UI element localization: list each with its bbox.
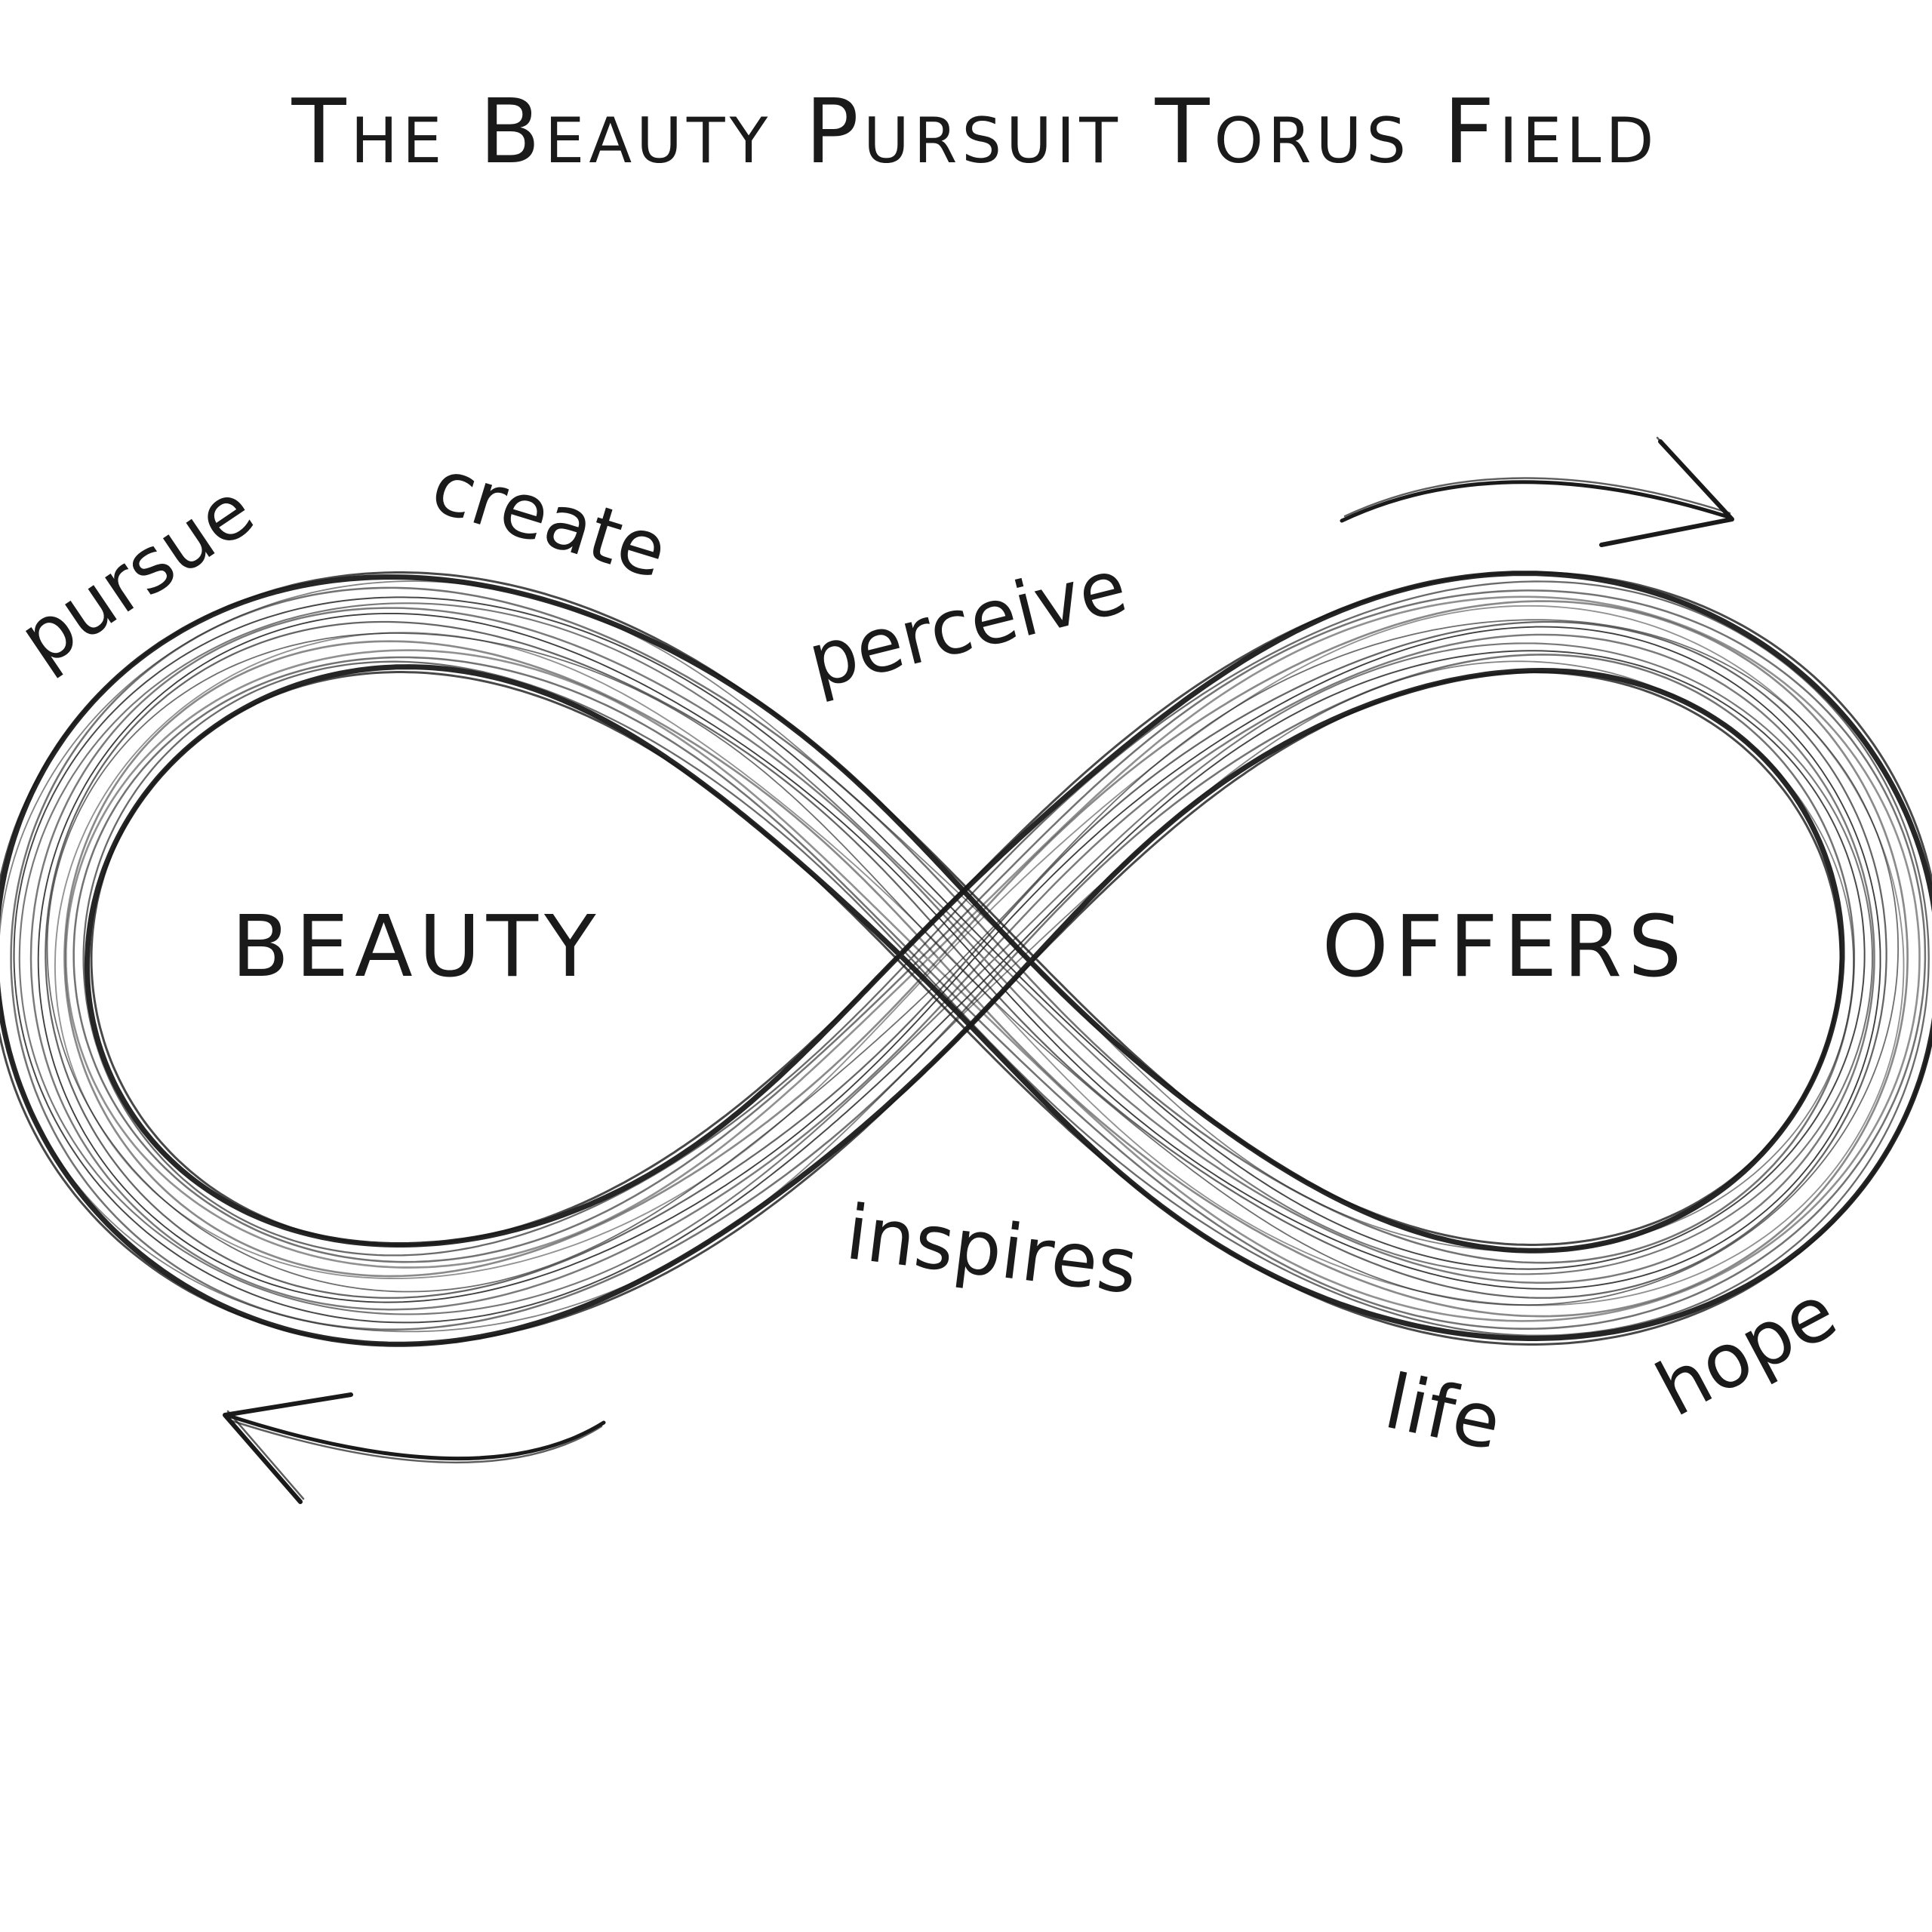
word-pursue: pursue	[4, 465, 269, 684]
infinity-loop	[0, 571, 1932, 1347]
arrow-right-icon	[1340, 436, 1734, 547]
loop-stroke	[37, 612, 1881, 1303]
loop-stroke	[63, 600, 1909, 1318]
loop-stroke	[46, 619, 1899, 1306]
word-inspires: inspires	[841, 1188, 1142, 1311]
loop-stroke	[29, 607, 1875, 1311]
loop-stroke	[0, 580, 1854, 1333]
loop-stroke	[10, 586, 1856, 1331]
beauty-label: BEAUTY	[231, 898, 601, 996]
loop-stroke	[13, 596, 1866, 1324]
loop-edge-stroke	[0, 571, 1842, 1346]
loop-stroke	[45, 620, 1887, 1299]
loop-stroke	[72, 589, 1927, 1330]
offers-label: OFFERS	[1322, 898, 1688, 996]
word-create: create	[422, 441, 677, 596]
word-perceive: perceive	[799, 542, 1134, 706]
word-hope: hope	[1642, 1267, 1850, 1433]
arrow-left-icon	[223, 1392, 606, 1504]
loop-edge-stroke	[90, 571, 1932, 1346]
loop-stroke	[65, 595, 1921, 1322]
word-life: life	[1378, 1357, 1509, 1467]
loop-stroke	[18, 602, 1874, 1315]
loop-stroke	[82, 580, 1930, 1337]
diagram-title: The Beauty Pursuit Torus Field	[291, 79, 1659, 183]
